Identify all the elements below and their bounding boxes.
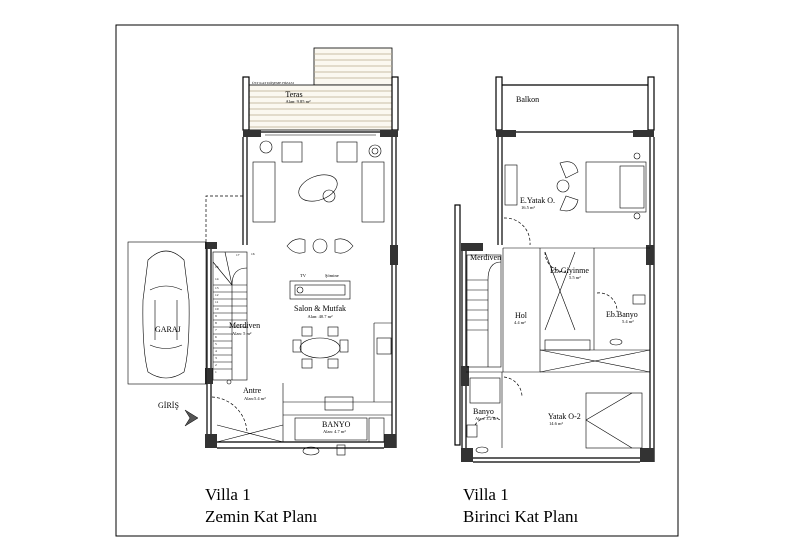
- fireplace-label: Şömine: [325, 273, 339, 278]
- svg-text:1: 1: [215, 370, 217, 374]
- room-label-salon: Salon & Mutfak: [294, 304, 346, 313]
- room-area-merdiven: Alan: 5 m²: [232, 331, 252, 336]
- upper-slab-note: ÜST KAT DÖŞEME HİZASI: [252, 80, 295, 85]
- svg-text:3: 3: [215, 356, 217, 360]
- entrance-label: GİRİŞ: [158, 401, 179, 410]
- first-floor-plan: Balkon E.Yatak O. 16.5 m² Merdiven Eb.Gi…: [454, 76, 655, 526]
- room-label-first-merdiven: Merdiven: [470, 253, 501, 262]
- room-area-yatak2: 14.6 m²: [549, 421, 564, 426]
- stair-step-numbers: 17 16 15 14 13 12 11 10 9 8 7 6 5 4 3 2 …: [215, 252, 255, 374]
- svg-text:5: 5: [215, 342, 217, 346]
- ground-floor-title: Villa 1: [205, 485, 251, 504]
- first-walls: [454, 76, 655, 463]
- room-label-first-banyo: Banyo: [473, 407, 494, 416]
- ground-floor-subtitle: Zemin Kat Planı: [205, 507, 318, 526]
- first-stairs: [466, 254, 502, 368]
- terrace: [242, 47, 399, 131]
- svg-text:9: 9: [215, 314, 217, 318]
- room-area-ebanyo: 5.4 m²: [622, 319, 634, 324]
- svg-text:10: 10: [215, 307, 219, 311]
- room-area-giyinme: 5.5 m²: [569, 275, 581, 280]
- first-floor-subtitle: Birinci Kat Planı: [463, 507, 578, 526]
- living-furniture: [252, 140, 392, 456]
- room-label-balkon: Balkon: [516, 95, 539, 104]
- room-area-antre: Alan:5.4 m²: [244, 396, 266, 401]
- svg-text:11: 11: [215, 300, 219, 304]
- svg-text:7: 7: [215, 328, 217, 332]
- first-floor-title: Villa 1: [463, 485, 509, 504]
- svg-text:15: 15: [215, 265, 219, 269]
- svg-text:12: 12: [215, 293, 219, 297]
- tv-label: TV: [300, 273, 307, 278]
- room-label-antre: Antre: [243, 386, 262, 395]
- room-label-ebanyo: Eb.Banyo: [606, 310, 638, 319]
- room-label-giyinme: Eb.Giyinme: [550, 266, 589, 275]
- ground-stairs: [212, 251, 248, 385]
- room-area-first-banyo: Alan: 3.2 m²: [475, 416, 498, 421]
- room-label-master-bedroom: E.Yatak O.: [520, 196, 555, 205]
- room-label-merdiven: Merdiven: [229, 321, 260, 330]
- room-label-teras: Teras: [285, 90, 302, 99]
- svg-text:13: 13: [215, 286, 219, 290]
- room-label-banyo: BANYO: [322, 420, 351, 429]
- room-label-garaj: GARAJ: [155, 325, 181, 334]
- room-area-hol: 4.4 m²: [514, 320, 526, 325]
- svg-text:16: 16: [251, 252, 255, 256]
- room-label-hol: Hol: [515, 311, 528, 320]
- room-area-master-bedroom: 16.5 m²: [521, 205, 536, 210]
- ground-floor-plan: ÜST KAT DÖŞEME HİZASI Teras Alan: 9.85 m…: [127, 47, 399, 526]
- garage: [127, 241, 207, 385]
- svg-text:8: 8: [215, 321, 217, 325]
- bedroom-furniture: [466, 152, 647, 454]
- svg-text:6: 6: [215, 335, 217, 339]
- svg-text:4: 4: [215, 349, 217, 353]
- entrance-arrow-icon: [184, 409, 199, 427]
- drawing-frame: [115, 24, 679, 537]
- room-area-salon: Alan: 40.7 m²: [308, 314, 334, 319]
- svg-text:2: 2: [215, 363, 217, 367]
- room-label-yatak2: Yatak O-2: [548, 412, 581, 421]
- room-area-banyo: Alan: 4.7 m²: [323, 429, 346, 434]
- room-area-teras: Alan: 9.85 m²: [286, 99, 312, 104]
- svg-text:14: 14: [215, 277, 219, 281]
- svg-text:17: 17: [236, 253, 240, 257]
- ground-walls: [205, 130, 398, 449]
